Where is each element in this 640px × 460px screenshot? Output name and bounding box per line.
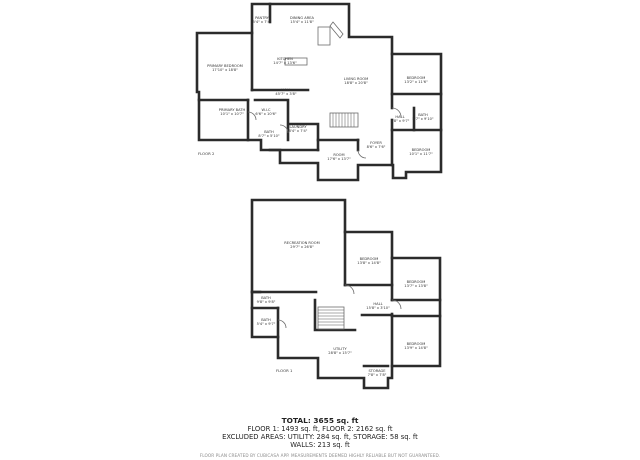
room-laundry-dim: 8'4" x 7'4" [289,129,308,133]
room-storage-name: STORAGE [368,369,386,373]
room-bath-b-name: BATH [264,130,274,134]
room-bed-c-name: BEDROOM [360,257,379,261]
room-bath-c-name: BATH [261,296,271,300]
room-primary-bed-name: PRIMARY BEDROOM [207,64,243,68]
room-hall-c-name: HALL [373,302,382,306]
room-bed-b-dim: 10'1" x 11'7" [409,152,433,156]
room-dining-dim: 15'4" x 11'8" [290,20,314,24]
room-hall-c-dim: 15'8" x 3'10" [366,306,390,310]
room-bath-a-name: BATH [418,113,428,117]
room-bed-a-dim: 13'2" x 11'6" [404,80,428,84]
credit-line: FLOOR PLAN CREATED BY CUBICASA APP. MEAS… [199,453,441,458]
room-primary-bath-dim: 10'1" x 10'7" [220,112,244,116]
floor1-label: FLOOR 1 [276,368,293,373]
summary-floors: FLOOR 1: 1493 sq. ft, FLOOR 2: 2162 sq. … [247,425,393,433]
room-bed-d-name: BEDROOM [407,280,426,284]
room-utility-dim: 28'8" x 15'7" [328,351,352,355]
floor1-plan: RECREATION ROOM 29'7" x 26'8" BEDROOM 13… [250,198,442,390]
summary-walls: WALLS: 213 sq. ft [290,441,350,449]
summary-excluded: EXCLUDED AREAS: UTILITY: 284 sq. ft, STO… [222,433,418,441]
room-wic-dim: 6'6" x 10'6" [255,112,276,116]
room-hall-b-dim: 3'8" x 9'7" [391,119,410,123]
room-room-name: ROOM [333,153,344,157]
room-bath-b-dim: 8'7" x 5'10" [258,134,279,138]
room-foyer-dim: 8'6" x 7'6" [367,145,386,149]
room-kitchen-dim: 14'7" x 13'6" [273,61,297,65]
room-bed-e-name: BEDROOM [407,342,426,346]
room-room-dim: 17'6" x 13'7" [327,157,351,161]
room-hall-name: HALL [281,88,290,92]
room-dining-name: DINING AREA [290,16,314,20]
room-living-name: LIVING ROOM [344,77,368,81]
floor2-label: FLOOR 2 [198,151,215,156]
room-primary-bath-name: PRIMARY BATH [219,108,246,112]
room-kitchen-name: KITCHEN [277,57,293,61]
room-laundry-name: LAUNDRY [289,125,307,129]
room-bed-c-dim: 13'8" x 14'8" [357,261,381,265]
room-bed-e-dim: 13'9" x 14'8" [404,346,428,350]
room-living-dim: 18'8" x 20'8" [344,81,368,85]
floor2-plan: PANTRY 5'4" x 7'4" DINING AREA 15'4" x 1… [195,2,443,182]
room-bed-d-dim: 13'7" x 13'8" [404,284,428,288]
room-bath-c-dim: 9'8" x 9'8" [257,300,276,304]
room-bath-d-dim: 5'4" x 9'7" [257,322,276,326]
room-bath-d-name: BATH [261,318,271,322]
room-bath-a-dim: 5'7" x 9'10" [412,117,433,121]
room-storage-dim: 7'8" x 7'8" [368,373,387,377]
room-bed-a-name: BEDROOM [407,76,426,80]
room-hall-b-name: HALL [395,115,404,119]
room-pantry-name: PANTRY [255,16,270,20]
room-bed-b-name: BEDROOM [412,148,431,152]
room-wic-name: W.I.C [262,108,271,112]
room-rec-dim: 29'7" x 26'8" [290,245,314,249]
room-foyer-name: FOYER [370,141,382,145]
room-rec-name: RECREATION ROOM [284,241,319,245]
summary-total: TOTAL: 3655 sq. ft [281,416,359,425]
room-hall-dim: 45'7" x 3'8" [275,92,296,96]
room-utility-name: UTILITY [333,347,347,351]
room-pantry-dim: 5'4" x 7'4" [253,20,272,24]
room-primary-bed-dim: 17'10" x 18'8" [212,68,238,72]
